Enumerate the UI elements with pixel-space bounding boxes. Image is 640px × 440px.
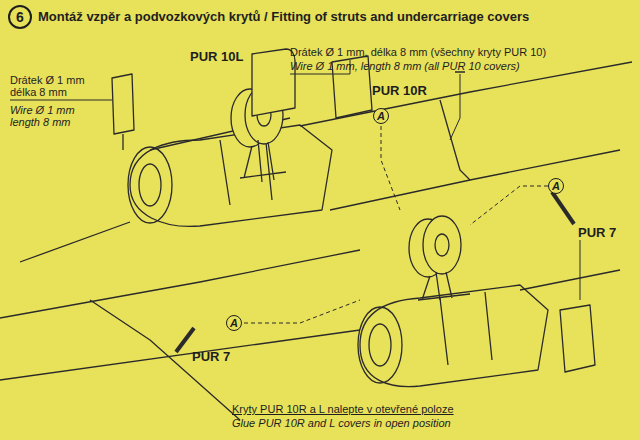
- wing-edge: [0, 250, 360, 318]
- cover: [112, 74, 134, 134]
- leader-line: [244, 300, 360, 323]
- wheel: [423, 216, 461, 274]
- part-number: PUR 10R: [372, 84, 427, 98]
- part-number: PUR 7: [578, 226, 616, 240]
- title: Montáž vzpěr a podvozkových krytů / Fitt…: [38, 9, 529, 25]
- leader-line: [580, 240, 581, 300]
- panel-line: [440, 292, 492, 365]
- engine-cowling: [369, 324, 391, 366]
- part-number: PUR 7: [192, 350, 230, 364]
- caption: Kryty PUR 10R a L nalepte v otevřené pol…: [232, 403, 454, 415]
- engine-nacelle: [360, 285, 548, 387]
- leader-line: [450, 74, 460, 140]
- dimension-note: Wire Ø 1 mm length 8 mm: [10, 104, 90, 128]
- wing-edge: [330, 150, 620, 210]
- callout-letter: A: [373, 108, 389, 124]
- wing-edge: [20, 222, 130, 262]
- strut-part: [176, 328, 194, 352]
- leader-line: [381, 126, 400, 210]
- engine-cowling: [139, 164, 161, 206]
- dimension-note: Wire Ø 1 mm, length 8 mm (all PUR 10 cov…: [290, 60, 630, 72]
- engine-cowling: [358, 307, 402, 383]
- leader-line: [10, 100, 112, 101]
- strut: [240, 140, 286, 182]
- caption-translation: Glue PUR 10R and L covers in open positi…: [232, 417, 451, 429]
- wing-edge: [520, 270, 620, 290]
- dimension-note: Drátek Ø 1 mm, délka 8 mm (všechny kryty…: [290, 46, 630, 58]
- callout-letter: A: [226, 315, 242, 331]
- engine-cowling: [128, 147, 172, 223]
- panel-line: [90, 300, 240, 420]
- strut: [418, 272, 470, 300]
- strut-part: [552, 192, 574, 224]
- engine-nacelle: [130, 125, 332, 226]
- step-number: 6: [8, 5, 32, 29]
- wing-edge: [0, 330, 360, 380]
- dimension-note: Drátek Ø 1 mm délka 8 mm: [10, 74, 90, 98]
- wheel-hub: [435, 234, 449, 256]
- callout-letter: A: [548, 178, 564, 194]
- cover: [252, 49, 295, 116]
- leader-line: [470, 186, 548, 225]
- cover: [560, 305, 595, 372]
- panel-line: [440, 100, 470, 180]
- part-number: PUR 10L: [190, 50, 243, 64]
- wire: [122, 134, 123, 150]
